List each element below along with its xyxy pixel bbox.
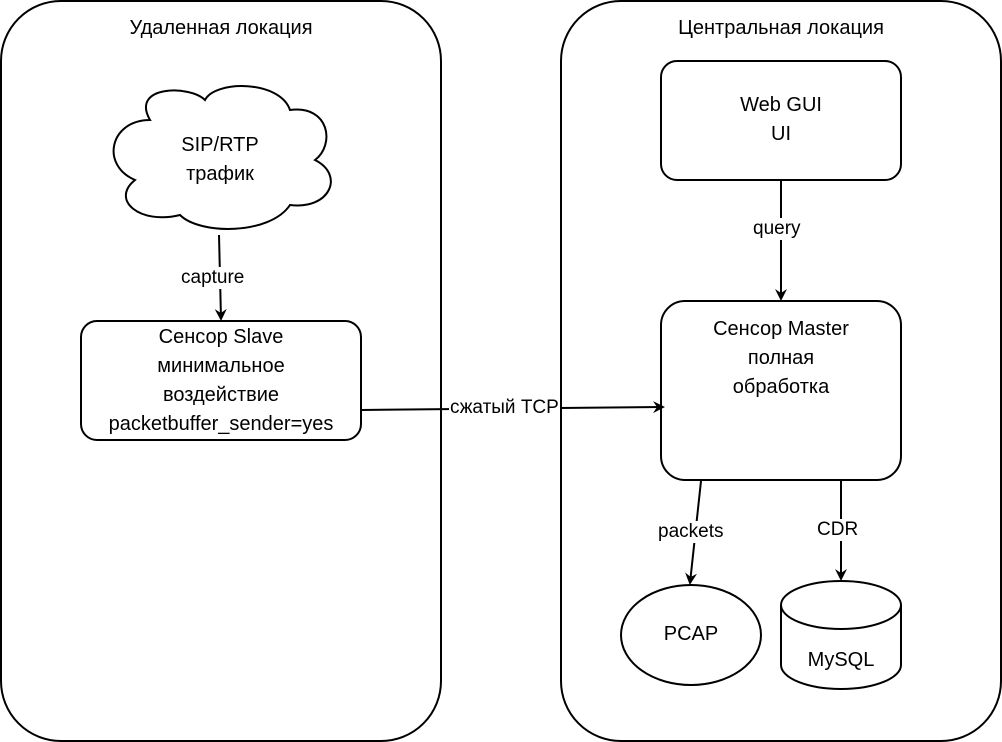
mysql-node-label: MySQL [807, 649, 875, 671]
edge-label-packets: packets [657, 521, 725, 543]
pcap-shape [620, 584, 762, 686]
slave-sensor-node: Сенсор Slave минимальное воздействие pac… [81, 323, 361, 439]
traffic-line2: трафик [186, 163, 254, 185]
edge-label-capture: capture [180, 267, 246, 289]
edge-label-cdr: CDR [816, 519, 860, 541]
traffic-node: SIP/RTP трафик [130, 131, 310, 189]
slave-line3: воздействие [162, 384, 280, 406]
remote-location-title: Удаленная локация [129, 17, 313, 39]
slave-line4: packetbuffer_sender=yes [108, 413, 334, 435]
master-line2: полная [747, 347, 815, 369]
edge-label-query: query [752, 218, 802, 240]
webgui-node: Web GUI UI [661, 91, 901, 149]
central-location-title: Центральная локация [678, 17, 884, 39]
master-line3: обработка [732, 376, 830, 398]
pcap-node-label: PCAP [663, 623, 719, 645]
master-line1: Сенсор Master [713, 318, 849, 340]
master-sensor-node: Сенсор Master полная обработка [661, 315, 901, 402]
edge-label-tcp: сжатый TCP [449, 397, 560, 419]
traffic-line1: SIP/RTP [181, 134, 259, 156]
webgui-line1: Web GUI [740, 94, 822, 116]
mysql-cylinder-shape [780, 580, 902, 690]
slave-sensor-shape [80, 320, 362, 441]
webgui-line2: UI [771, 123, 791, 145]
master-sensor-shape [660, 300, 902, 481]
traffic-cloud-shape [112, 85, 332, 230]
slave-line2: минимальное [157, 355, 285, 377]
slave-line1: Сенсор Slave [158, 326, 284, 348]
